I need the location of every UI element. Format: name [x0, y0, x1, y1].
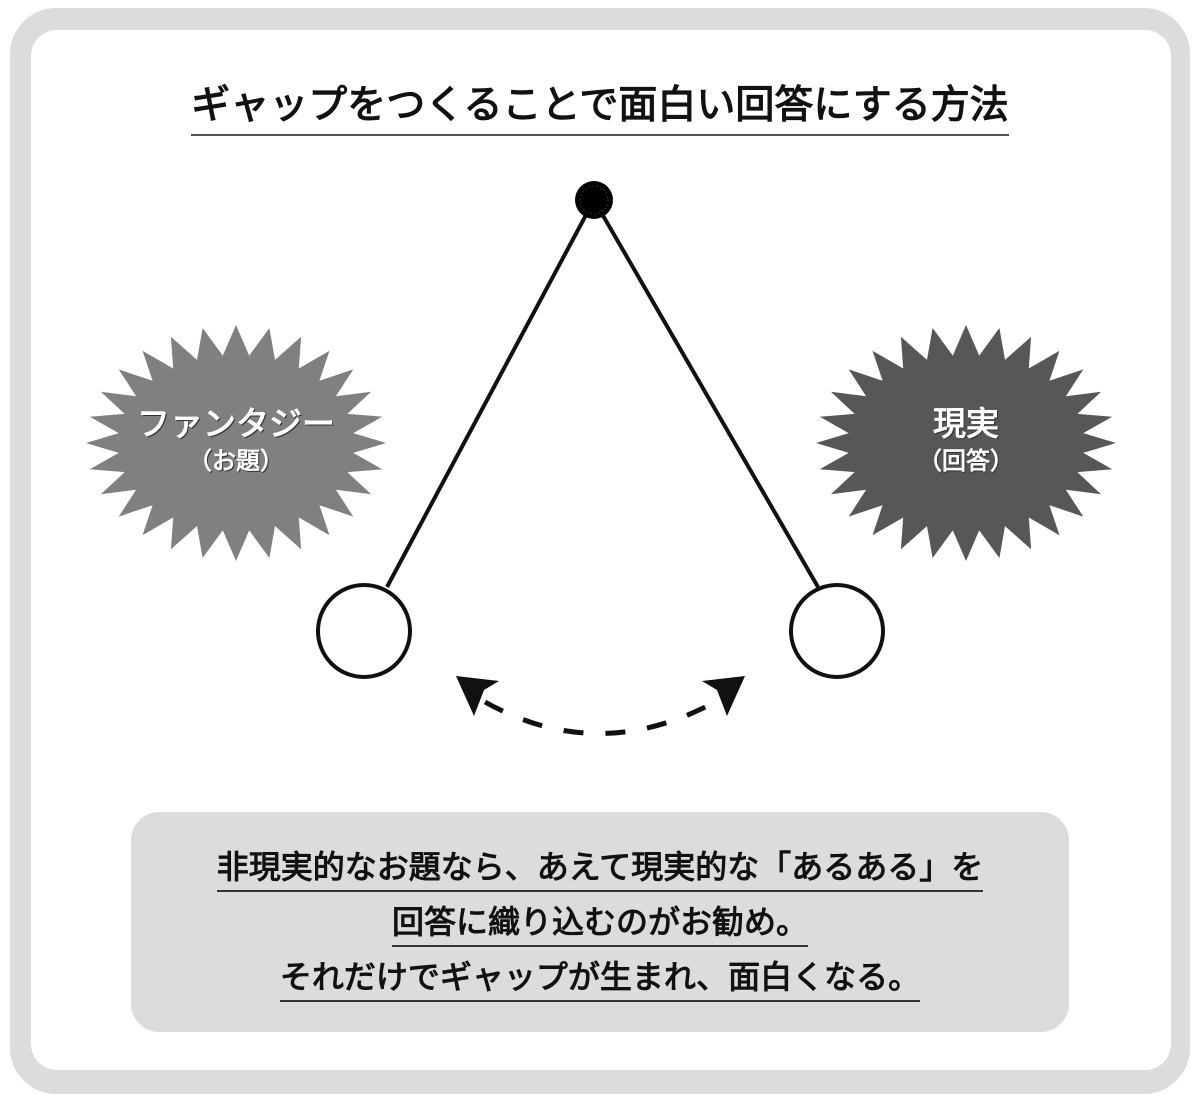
note-line-3: それだけでギャップが生まれ、面白くなる。	[131, 952, 1069, 1002]
note-line-2: 回答に織り込むのがお勧め。	[131, 897, 1069, 947]
answer-label: （回答）	[918, 447, 1014, 475]
left-bob-icon	[316, 583, 412, 679]
note-line-1: 非現実的なお題なら、あえて現実的な「あるある」を	[131, 842, 1069, 892]
right-bob-icon	[789, 583, 885, 679]
note-box	[131, 812, 1069, 1032]
fantasy-label: ファンタジー	[137, 404, 335, 443]
left-burst-label: ファンタジー （お題）	[96, 404, 376, 478]
right-starburst-icon	[816, 325, 1116, 561]
left-starburst-icon	[86, 325, 386, 561]
note-text-2: 回答に織り込むのがお勧め。	[391, 897, 808, 947]
right-pendulum-string	[592, 198, 820, 589]
left-pendulum-string	[385, 199, 596, 588]
pivot-icon	[575, 181, 613, 219]
reality-label: 現実	[933, 404, 999, 443]
topic-label: （お題）	[188, 447, 284, 475]
swing-arrow-icon	[456, 676, 745, 736]
right-burst-label: 現実 （回答）	[826, 404, 1106, 478]
note-text-3: それだけでギャップが生まれ、面白くなる。	[279, 952, 921, 1002]
diagram-title: ギャップをつくることで面白い回答にする方法	[0, 74, 1200, 136]
diagram-title-text: ギャップをつくることで面白い回答にする方法	[191, 74, 1009, 136]
note-text-1: 非現実的なお題なら、あえて現実的な「あるある」を	[216, 842, 984, 892]
